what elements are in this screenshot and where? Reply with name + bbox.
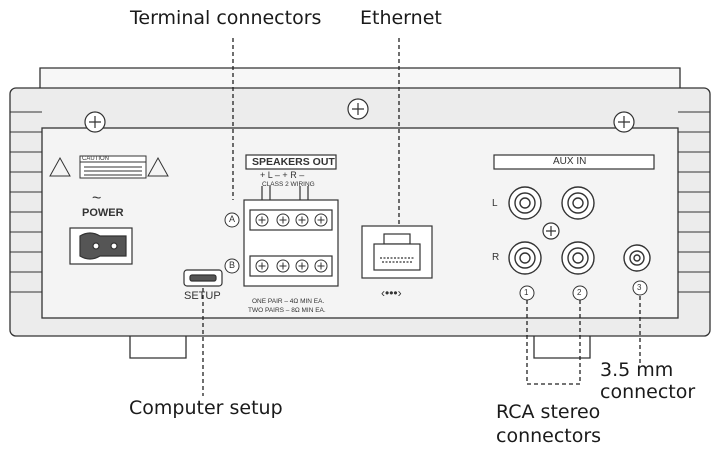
- caution-label: [49, 155, 169, 179]
- terminal-screw-slot: [258, 216, 266, 224]
- terminal-screw-slot: [298, 262, 306, 270]
- ethernet-port: [361, 225, 433, 279]
- rca-jack-right-bottom: [561, 241, 595, 275]
- callout-mm-line1: 3.5 mm: [600, 359, 674, 381]
- polarity-label: + L – + R –: [260, 170, 305, 180]
- class2-label: CLASS 2 WIRING: [262, 181, 315, 188]
- screw-icon: [542, 222, 560, 240]
- power-inlet: [69, 227, 133, 265]
- rca-jack-left-bottom: [508, 241, 542, 275]
- pair-b-label: B: [229, 260, 236, 270]
- callout-mm-line2: connector: [600, 381, 696, 403]
- terminal-screw-slot: [298, 216, 306, 224]
- terminal-screw-slot: [258, 262, 266, 270]
- connector-number-3: 3: [637, 283, 642, 292]
- terminal-screw-slot: [317, 216, 325, 224]
- callout-rca-line1: RCA stereo: [496, 401, 601, 423]
- aux-in-label: AUX IN: [553, 156, 587, 167]
- screw-icon: [613, 111, 635, 133]
- pair-a-label: A: [229, 214, 236, 224]
- right-channel-label: R: [492, 252, 500, 263]
- callout-computer-setup: Computer setup: [129, 397, 283, 419]
- aux-in-panel: [493, 154, 655, 170]
- left-channel-label: L: [492, 198, 498, 209]
- terminal-screw-slot: [279, 216, 287, 224]
- terminal-screws: [255, 213, 328, 273]
- screw-icon: [84, 111, 106, 133]
- speakers-out-label: SPEAKERS OUT: [252, 156, 335, 168]
- connector-number-1: 1: [524, 288, 529, 297]
- terminal-screw-slot: [317, 262, 325, 270]
- leader-lines: [202, 38, 641, 396]
- two-pairs-note: TWO PAIRS – 8Ω MIN EA.: [248, 307, 326, 314]
- connector-number-2: 2: [577, 288, 582, 297]
- terminal-screw-slot: [279, 262, 287, 270]
- callout-terminal-connectors: Terminal connectors: [130, 7, 322, 29]
- power-label: POWER: [82, 207, 124, 219]
- ethernet-symbol: ‹•••›: [381, 286, 402, 300]
- screw-icon: [347, 98, 369, 120]
- pair-a-marker: [224, 212, 240, 228]
- power-symbol: ~: [92, 190, 102, 207]
- mini-jack-3-5mm: [623, 244, 651, 272]
- callout-rca-line2: connectors: [496, 425, 602, 447]
- callout-ethernet: Ethernet: [360, 7, 442, 29]
- one-pair-note: ONE PAIR – 4Ω MIN EA.: [252, 298, 325, 305]
- setup-label: SETUP: [184, 290, 221, 302]
- left-cooling-fins: [10, 111, 42, 293]
- caution-text: CAUTION: [82, 156, 109, 162]
- rca-jack-right-top: [561, 186, 595, 220]
- usb-setup-port: [183, 269, 223, 287]
- pair-b-marker: [224, 258, 240, 274]
- right-cooling-fins: [678, 111, 710, 293]
- rca-jack-left-top: [508, 186, 542, 220]
